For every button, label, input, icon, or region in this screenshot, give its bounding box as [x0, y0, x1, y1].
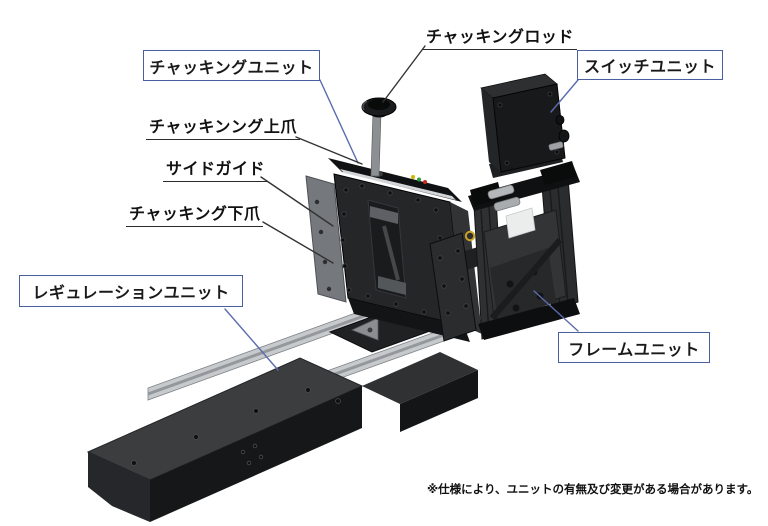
leader-lines: [224, 45, 579, 371]
leader-regulation-unit: [224, 308, 279, 371]
label-side-guide: サイドガイド: [163, 155, 269, 182]
chucking-unit-body: [305, 97, 482, 342]
label-chucking-lower-claw: チャッキング下爪: [126, 200, 264, 227]
indicator-yellow: [411, 175, 415, 179]
label-chucking-rod: チャッキングロッド: [423, 23, 577, 50]
label-frame-unit: フレームユニット: [558, 332, 710, 363]
frame-label-patch: [505, 207, 536, 239]
leader-upper-claw: [295, 136, 363, 165]
label-chucking-upper-claw: チャッキンング上爪: [146, 113, 300, 140]
label-switch-unit: スイッチユニット: [577, 50, 723, 80]
leader-side-guide: [260, 176, 334, 227]
leader-switch-unit: [550, 79, 579, 113]
leader-chucking-rod: [382, 45, 426, 103]
regulation-unit-body: [86, 357, 364, 522]
side-guide-plate: [305, 175, 347, 303]
spec-footnote: ※仕様により、ユニットの有無及び変更がある場合があります。: [427, 484, 759, 496]
chucking-rod-shaft: [370, 111, 382, 177]
label-chucking-unit: チャッキングユニット: [143, 50, 320, 81]
indicator-green: [417, 177, 421, 182]
switch-unit-box: [480, 73, 570, 178]
regulation-unit-extension: [362, 352, 478, 432]
label-regulation-unit: レギュレーションユニット: [19, 275, 243, 307]
upper-claw: [370, 206, 398, 224]
frame-unit-body: [468, 161, 580, 340]
leader-chucking-unit: [319, 79, 359, 164]
indicator-red: [423, 180, 427, 184]
leader-frame-unit: [533, 290, 579, 332]
leader-lower-claw: [262, 221, 334, 264]
lower-claw: [378, 276, 406, 295]
